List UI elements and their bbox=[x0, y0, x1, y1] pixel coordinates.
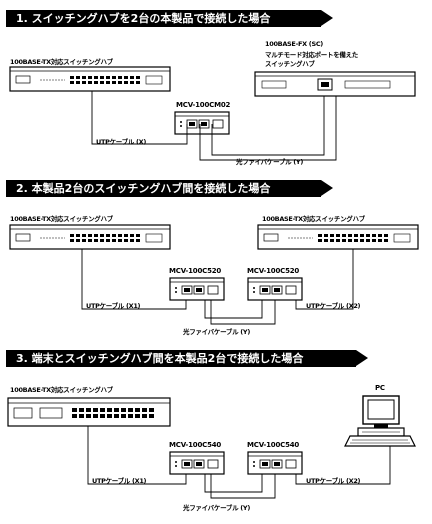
section-1-fiber-cable-label: 光ファイバケーブル (Y) bbox=[236, 158, 303, 166]
switching-hub-right-2 bbox=[257, 224, 419, 250]
section-3-heading: 3. 端末とスイッチングハブ間を本製品2台で接続した場合 bbox=[6, 350, 368, 367]
section-1-utp-cable-label: UTPケーブル (X) bbox=[96, 138, 147, 146]
section-3-converter-right-label: MCV-100C540 bbox=[247, 441, 300, 449]
section-3-fiber-cable-label: 光ファイバケーブル (Y) bbox=[183, 504, 250, 512]
switching-hub-left-2 bbox=[9, 224, 171, 250]
section-1-heading: 1. スイッチングハブを2台の本製品で接続した場合 bbox=[6, 10, 333, 27]
section-2-converter-left-label: MCV-100C520 bbox=[169, 267, 222, 275]
section-2-left-device-label: 100BASE-TX対応スイッチングハブ bbox=[10, 215, 113, 223]
switching-hub-left-1 bbox=[9, 66, 171, 92]
media-converter-left-2 bbox=[169, 277, 225, 301]
cables-3 bbox=[87, 426, 391, 499]
cables-2 bbox=[81, 249, 354, 325]
fx-switching-hub-right-1 bbox=[254, 71, 416, 97]
section-1-right-device-label-line2: マルチモード対応ポートを備えた bbox=[265, 51, 359, 59]
section-2-heading: 2. 本製品2台のスイッチングハブ間を接続した場合 bbox=[6, 180, 333, 197]
section-3-right-device-label: PC bbox=[375, 384, 385, 392]
section-1-right-device-label-line3: スイッチングハブ bbox=[265, 60, 315, 68]
section-3-utp-cable-right-label: UTPケーブル (X2) bbox=[306, 477, 361, 485]
section-2-utp-cable-right-label: UTPケーブル (X2) bbox=[306, 302, 361, 310]
media-converter-left-3 bbox=[169, 451, 225, 475]
section-3-left-device-label: 100BASE-TX対応スイッチングハブ bbox=[10, 386, 113, 394]
media-converter-1 bbox=[174, 111, 230, 135]
section-3-utp-cable-left-label: UTPケーブル (X1) bbox=[92, 477, 147, 485]
media-converter-right-3 bbox=[247, 451, 303, 475]
section-1-left-device-label: 100BASE-TX対応スイッチングハブ bbox=[10, 58, 113, 66]
section-2-fiber-cable-label: 光ファイバケーブル (Y) bbox=[183, 328, 250, 336]
media-converter-right-2 bbox=[247, 277, 303, 301]
section-2-right-device-label: 100BASE-TX対応スイッチングハブ bbox=[262, 215, 365, 223]
section-2-converter-right-label: MCV-100C520 bbox=[247, 267, 300, 275]
section-3-converter-left-label: MCV-100C540 bbox=[169, 441, 222, 449]
section-2-utp-cable-left-label: UTPケーブル (X1) bbox=[86, 302, 141, 310]
section-1-right-device-label-line1: 100BASE-FX (SC) bbox=[265, 40, 323, 48]
pc-icon bbox=[344, 395, 416, 447]
switching-hub-left-3 bbox=[7, 397, 171, 427]
section-1-converter-label: MCV-100CM02 bbox=[176, 101, 231, 109]
cables-1 bbox=[91, 91, 337, 161]
